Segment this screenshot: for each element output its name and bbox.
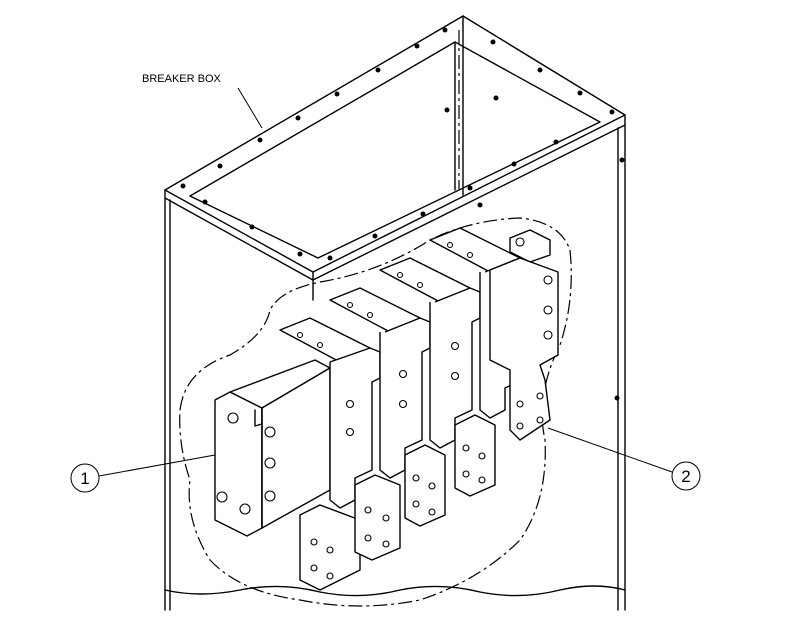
bus-bar-1: [279, 317, 381, 591]
callout-1-number: 1: [80, 469, 89, 488]
detail-outline: [179, 217, 572, 607]
flange-screws: [180, 27, 625, 401]
bus-bar-3: [379, 257, 481, 527]
breaker-box-label: BREAKER BOX: [142, 73, 263, 129]
breaker-box-text: BREAKER BOX: [142, 73, 222, 85]
bus-bar-2: [329, 287, 431, 561]
callout-2-number: 2: [681, 467, 690, 486]
rear-bus-bar: [489, 229, 559, 441]
breaker-box-enclosure: [164, 15, 626, 611]
bracket-block: [214, 359, 331, 537]
callout-1: 1: [70, 454, 216, 493]
callout-2: 2: [547, 427, 701, 491]
